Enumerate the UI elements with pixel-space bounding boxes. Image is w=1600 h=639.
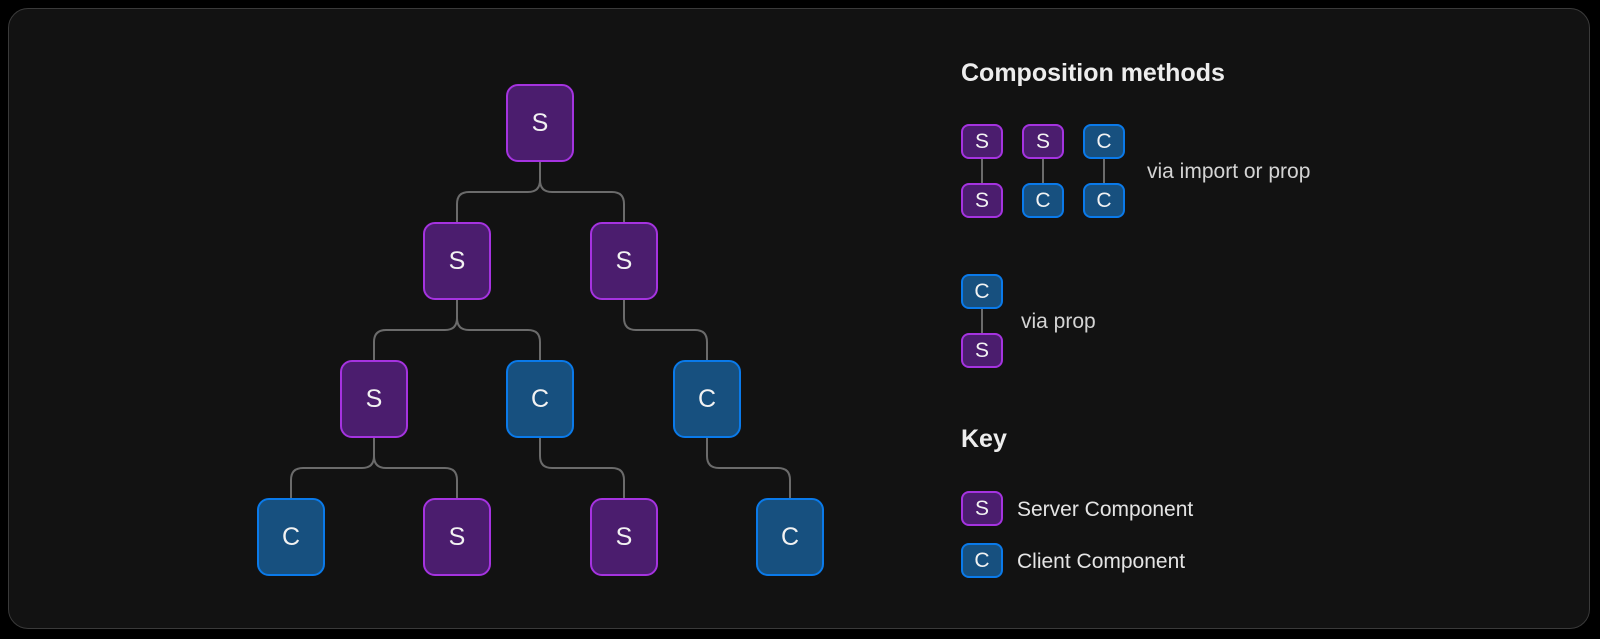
mini-node-label: S: [1035, 130, 1050, 153]
mini-node-label: S: [974, 189, 989, 212]
tree-node-label: S: [615, 522, 633, 551]
tree-edge-n3-n6: [290, 437, 375, 499]
tree-node-label: S: [365, 384, 383, 413]
tree-edge-n0-n2: [539, 161, 625, 223]
composition-import-or-prop-link-0: [981, 159, 983, 183]
mini-node-label: C: [974, 280, 990, 303]
mini-node-label: S: [974, 130, 989, 153]
composition-import-or-prop-parent-server-1[interactable]: S: [1022, 124, 1064, 159]
composition-methods-heading: Composition methods: [961, 59, 1225, 87]
tree-edge-n2-n5: [623, 299, 708, 361]
key-label-client: Client Component: [1017, 550, 1186, 573]
tree-node-server-n3[interactable]: S: [340, 360, 408, 438]
mini-node-label: C: [1096, 130, 1112, 153]
legend-panel: Composition methods S S S C C C via import or…: [939, 9, 1589, 628]
key-badge-label: C: [974, 549, 990, 572]
tree-node-label: C: [281, 522, 301, 551]
tree-node-label: S: [615, 246, 633, 275]
tree-node-client-n5[interactable]: C: [673, 360, 741, 438]
tree-node-server-n8[interactable]: S: [590, 498, 658, 576]
diagram-canvas: S S S S C C C S S C Composition methods S S S C C C vi…: [8, 8, 1590, 629]
composition-import-or-prop-parent-server-0[interactable]: S: [961, 124, 1003, 159]
tree-node-client-n6[interactable]: C: [257, 498, 325, 576]
composition-import-or-prop-child-client-2[interactable]: C: [1083, 183, 1125, 218]
tree-node-label: C: [697, 384, 717, 413]
tree-edge-n3-n7: [373, 437, 458, 499]
composition-import-or-prop-link-1: [1042, 159, 1044, 183]
tree-node-label: S: [531, 108, 549, 137]
composition-label-prop: via prop: [1021, 310, 1096, 333]
mini-node-label: S: [974, 339, 989, 362]
mini-node-label: C: [1096, 189, 1112, 212]
tree-node-client-n4[interactable]: C: [506, 360, 574, 438]
mini-node-label: C: [1035, 189, 1051, 212]
tree-edge-n1-n4: [456, 299, 541, 361]
tree-node-server-n7[interactable]: S: [423, 498, 491, 576]
key-badge-server: S: [961, 491, 1003, 526]
composition-import-or-prop-child-client-1[interactable]: C: [1022, 183, 1064, 218]
composition-import-or-prop-link-2: [1103, 159, 1105, 183]
tree-node-server-n2[interactable]: S: [590, 222, 658, 300]
tree-node-label: C: [530, 384, 550, 413]
key-label-server: Server Component: [1017, 498, 1194, 521]
tree-node-server-n1[interactable]: S: [423, 222, 491, 300]
tree-edge-n1-n3: [373, 299, 458, 361]
composition-label-import-or-prop: via import or prop: [1147, 160, 1311, 183]
tree-edge-n4-n8: [539, 437, 625, 499]
key-heading: Key: [961, 425, 1007, 453]
tree-node-client-n9[interactable]: C: [756, 498, 824, 576]
composition-import-or-prop-parent-client-2[interactable]: C: [1083, 124, 1125, 159]
composition-import-or-prop-child-server-0[interactable]: S: [961, 183, 1003, 218]
tree-node-server-n0[interactable]: S: [506, 84, 574, 162]
composition-prop-link-0: [981, 309, 983, 333]
component-tree: S S S S C C C S S C: [9, 9, 939, 628]
tree-node-label: S: [448, 246, 466, 275]
tree-edge-n0-n1: [456, 161, 541, 223]
tree-node-label: C: [780, 522, 800, 551]
tree-node-label: S: [448, 522, 466, 551]
tree-connectors: [290, 161, 791, 499]
key-badge-label: S: [974, 497, 989, 520]
composition-prop-child-server-0[interactable]: S: [961, 333, 1003, 368]
key-badge-client: C: [961, 543, 1003, 578]
composition-prop-parent-client-0[interactable]: C: [961, 274, 1003, 309]
tree-edge-n5-n9: [706, 437, 791, 499]
